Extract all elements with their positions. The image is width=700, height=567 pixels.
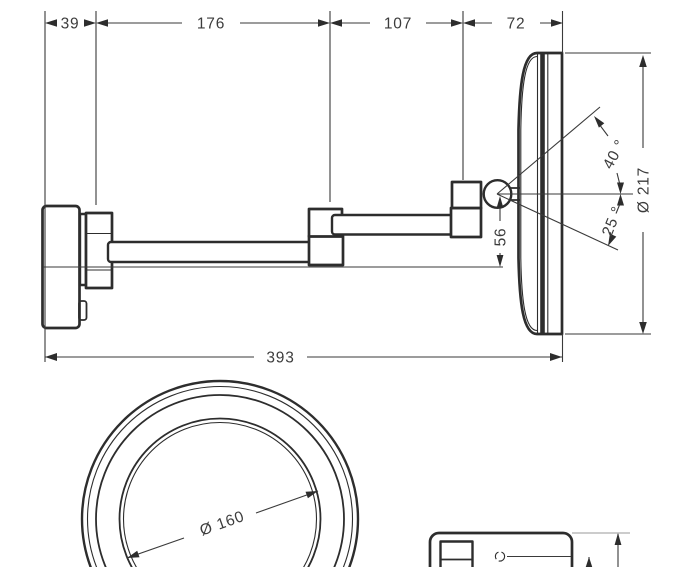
- angle-leader-segments: [598, 123, 621, 238]
- elbow-joint-lower: [307, 234, 345, 267]
- detail-dimension-lines: [588, 534, 619, 567]
- dim-tilt-down: 25 °: [599, 204, 626, 239]
- cable-outlet: [78, 300, 88, 321]
- mount-block-dividers: [86, 232, 112, 271]
- rim-inner-line: [86, 385, 354, 567]
- dim-mount-to-elbow: 176: [197, 15, 225, 32]
- arm-segment-upper: [330, 213, 460, 236]
- dim-pivot-offset: 56: [492, 228, 509, 247]
- side-view-dimensions: 39 176 107 72 393 Ø 217 56 40 ° 25 °: [43, 11, 652, 367]
- detail-inner-block: [439, 540, 474, 567]
- rim-outer-circle: [80, 379, 360, 567]
- extension-lines-head: [565, 52, 651, 335]
- dim-head-diameter: Ø 217: [635, 167, 652, 213]
- detail-view: [428, 531, 630, 567]
- dim-wall-to-mount: 39: [61, 15, 80, 32]
- light-ring-inner-edge: [118, 417, 322, 567]
- dim-pivot-to-face: 72: [507, 15, 526, 32]
- mirror-joint-lower: [449, 206, 483, 239]
- dim-total-depth: 393: [266, 350, 294, 367]
- arm-segment-lower: [106, 240, 334, 264]
- detail-center-mark: [494, 551, 506, 562]
- glass-edge-circle: [122, 421, 318, 567]
- extension-lines-vertical: [44, 11, 564, 362]
- side-view: [41, 51, 564, 336]
- dimension-arrowheads: [45, 19, 647, 361]
- tilt-up-line: [496, 106, 601, 195]
- dim-elbow-to-pivot: 107: [384, 15, 412, 32]
- dim-tilt-up: 40 °: [600, 137, 630, 172]
- front-view: Ø 160: [80, 379, 360, 567]
- mirror-joint-upper: [450, 180, 483, 210]
- light-ring-outer-edge: [95, 394, 345, 567]
- detail-arrowheads: [585, 533, 622, 567]
- tilt-down-line: [496, 193, 619, 251]
- ball-stem: [510, 187, 520, 201]
- glass-diameter-arrowheads: [127, 491, 318, 558]
